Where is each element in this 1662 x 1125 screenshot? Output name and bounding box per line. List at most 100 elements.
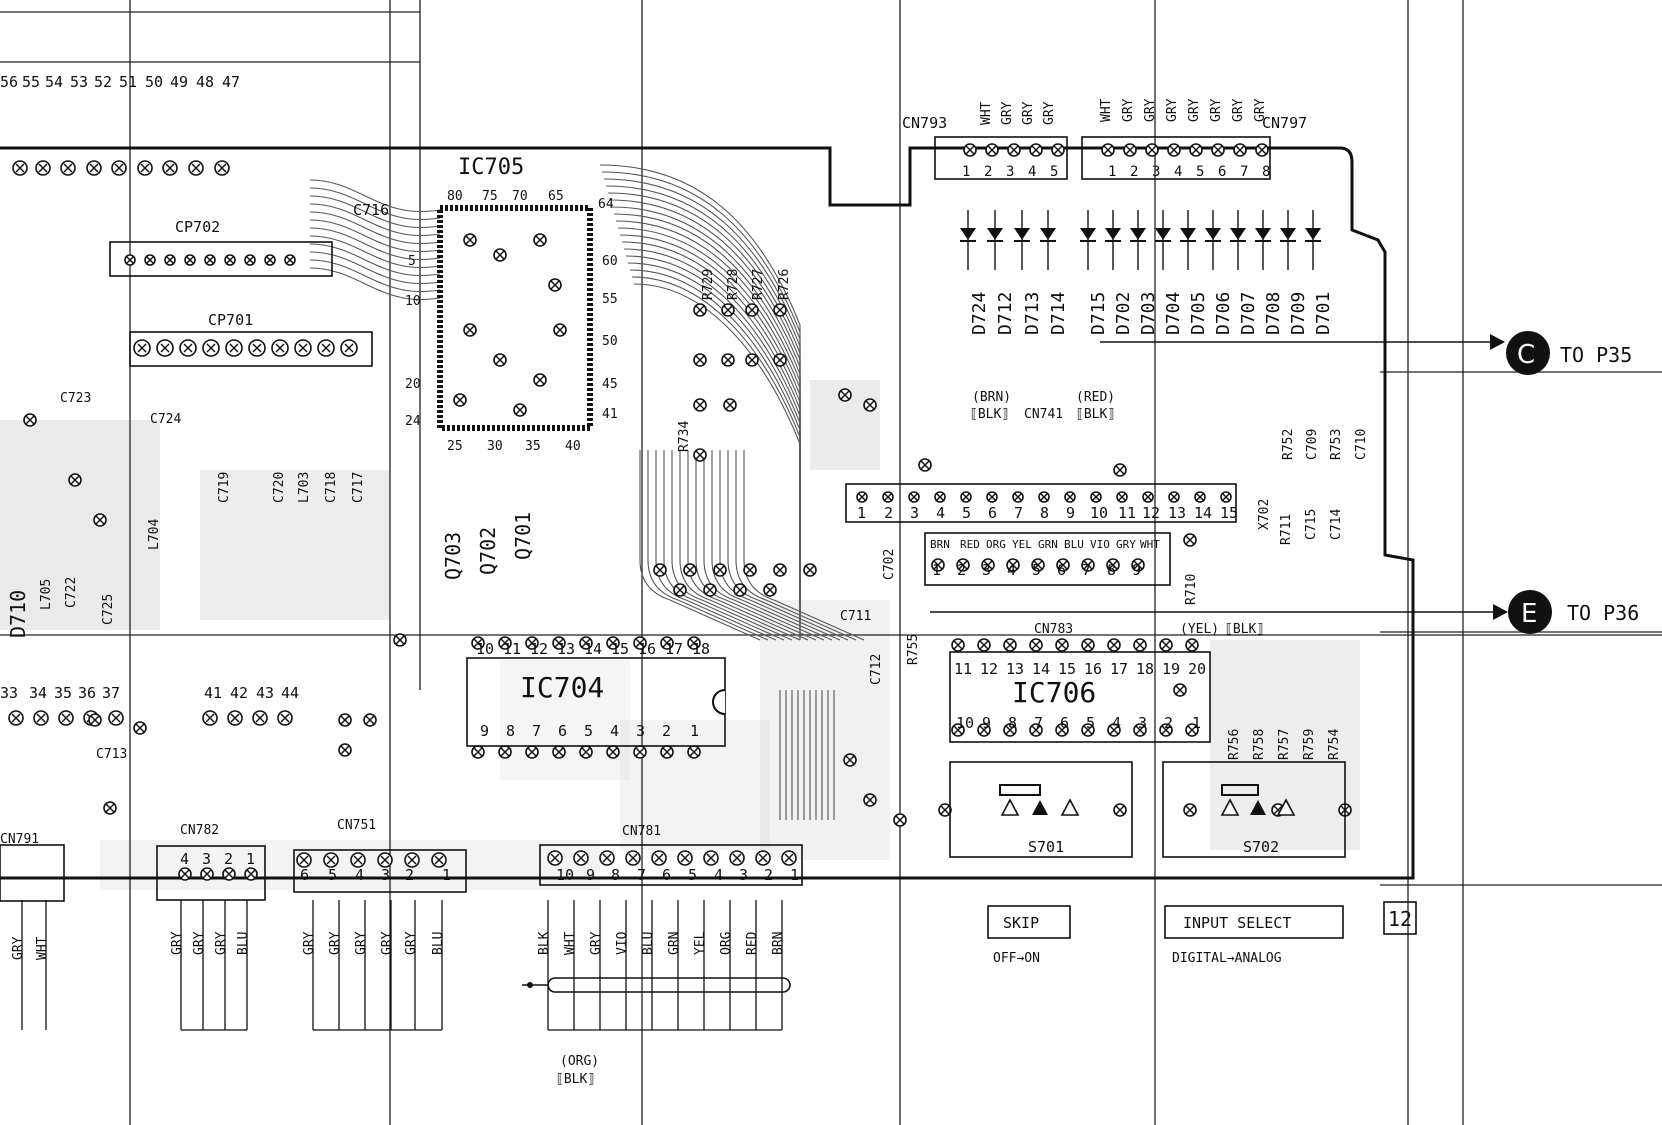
pad-mark	[275, 343, 285, 353]
cn782-wire: BLU	[236, 932, 251, 955]
cn781-pin: 5	[688, 866, 697, 884]
pad-mark	[758, 853, 768, 863]
svg-text:5: 5	[408, 254, 416, 269]
cn797-pin: 3	[1152, 164, 1160, 180]
d714-label: D714	[1048, 292, 1069, 335]
pad-mark	[535, 375, 545, 385]
pad-mark	[326, 855, 336, 865]
pad-mark	[953, 725, 963, 735]
q702-label: Q702	[476, 527, 500, 575]
pad-mark	[1161, 725, 1171, 735]
cn783-label: CN783	[1034, 622, 1073, 637]
cn741-pin: 15	[1220, 504, 1238, 522]
pad-mark	[935, 492, 945, 502]
svg-text:40: 40	[565, 439, 581, 454]
pad-mark	[246, 869, 256, 879]
pad-mark	[1109, 640, 1119, 650]
cn741-pin: 14	[1194, 504, 1212, 522]
cn751-wire: GRY	[302, 931, 317, 955]
pad-mark	[953, 640, 963, 650]
pad-mark	[285, 255, 295, 265]
trace	[607, 192, 801, 632]
trace	[655, 450, 777, 641]
pad-mark	[145, 255, 155, 265]
d715-label: D715	[1088, 292, 1109, 335]
cn781-pin: 1	[790, 866, 799, 884]
pad-mark	[1083, 725, 1093, 735]
pad-mark	[111, 713, 121, 723]
pad-mark	[581, 747, 591, 757]
mid-pin-label: 44	[281, 684, 299, 702]
page-number: 12	[1383, 901, 1417, 935]
ic704-pin: 8	[506, 722, 515, 740]
cn783-yel: (YEL)	[1180, 622, 1219, 637]
l705-label: L705	[39, 579, 54, 610]
ic706-pin: 6	[1060, 714, 1069, 732]
pad-mark	[527, 638, 537, 648]
top-pin-label: 56	[0, 73, 18, 91]
pad-mark	[137, 343, 147, 353]
r726-label: R726	[777, 269, 792, 300]
pad-mark	[987, 145, 997, 155]
cn797-wire: GRY	[1165, 98, 1180, 122]
d702-label: D702	[1113, 292, 1134, 335]
r727-label: R727	[751, 269, 766, 300]
pad-mark	[550, 280, 560, 290]
ic706-pin: 18	[1136, 660, 1154, 678]
pad-mark	[675, 585, 685, 595]
cn797-pin: 6	[1218, 164, 1226, 180]
pad-mark	[965, 145, 975, 155]
ic704-pin: 7	[532, 722, 541, 740]
x702-label: X702	[1257, 499, 1272, 530]
svg-text:35: 35	[525, 439, 541, 454]
q703-label: Q703	[441, 532, 465, 580]
pad-mark	[747, 355, 757, 365]
cn791-wire: GRY	[11, 936, 26, 960]
pad-mark	[1115, 805, 1125, 815]
ic704-pin: 12	[530, 640, 548, 658]
cn781-wire: WHT	[563, 931, 578, 955]
pad-mark	[1109, 725, 1119, 735]
cn781-pin: 9	[586, 866, 595, 884]
pad-mark	[940, 805, 950, 815]
trace	[617, 227, 801, 622]
cn-mid-color: ORG	[986, 538, 1006, 551]
cn781-wire: GRN	[667, 932, 682, 955]
left-components: C723 C724 C719 C720 L703 C718 C717 C715 …	[6, 391, 1344, 762]
pad-mark	[535, 235, 545, 245]
svg-text:50: 50	[602, 334, 618, 349]
cn797-pin: 8	[1262, 164, 1270, 180]
d710-label: D710	[6, 590, 30, 638]
pad-mark	[1185, 535, 1195, 545]
cn782-label: CN782	[180, 823, 219, 838]
cn791-wire: WHT	[35, 936, 50, 960]
trace	[309, 259, 441, 293]
pad-mark	[550, 853, 560, 863]
cn741-pin: 1	[857, 504, 866, 522]
pad-mark	[1169, 145, 1179, 155]
cn751-pin: 1	[442, 866, 451, 884]
pad-mark	[1187, 640, 1197, 650]
d705-label: D705	[1188, 292, 1209, 335]
pad-mark	[909, 492, 919, 502]
pad-mark	[38, 163, 48, 173]
d713-label: D713	[1022, 292, 1043, 335]
ic706-pin: 13	[1006, 660, 1024, 678]
pad-mark	[1117, 492, 1127, 502]
offpage-e-symbol: E	[1521, 599, 1537, 629]
trace	[309, 211, 441, 245]
ic704-label: IC704	[520, 671, 604, 704]
mid-pin-label: 43	[256, 684, 274, 702]
cn751-label: CN751	[337, 818, 376, 833]
pad-mark	[723, 305, 733, 315]
ic706-pin: 4	[1112, 714, 1121, 732]
top-pin-label: 51	[119, 73, 137, 91]
svg-text:10: 10	[405, 294, 421, 309]
cn741-pin: 11	[1118, 504, 1136, 522]
ic704-pin: 15	[611, 640, 629, 658]
trace	[309, 203, 441, 237]
cn741: (BRN) ⟦BLK⟧ CN741 (RED) ⟦BLK⟧ 1 2 3 4 5 …	[845, 390, 1238, 523]
pad-mark	[689, 747, 699, 757]
d724-label: D724	[969, 292, 990, 335]
cn741-pins: 1 2 3 4 5 6 7 8 9 10 11 12 13 14 15	[857, 504, 1238, 522]
